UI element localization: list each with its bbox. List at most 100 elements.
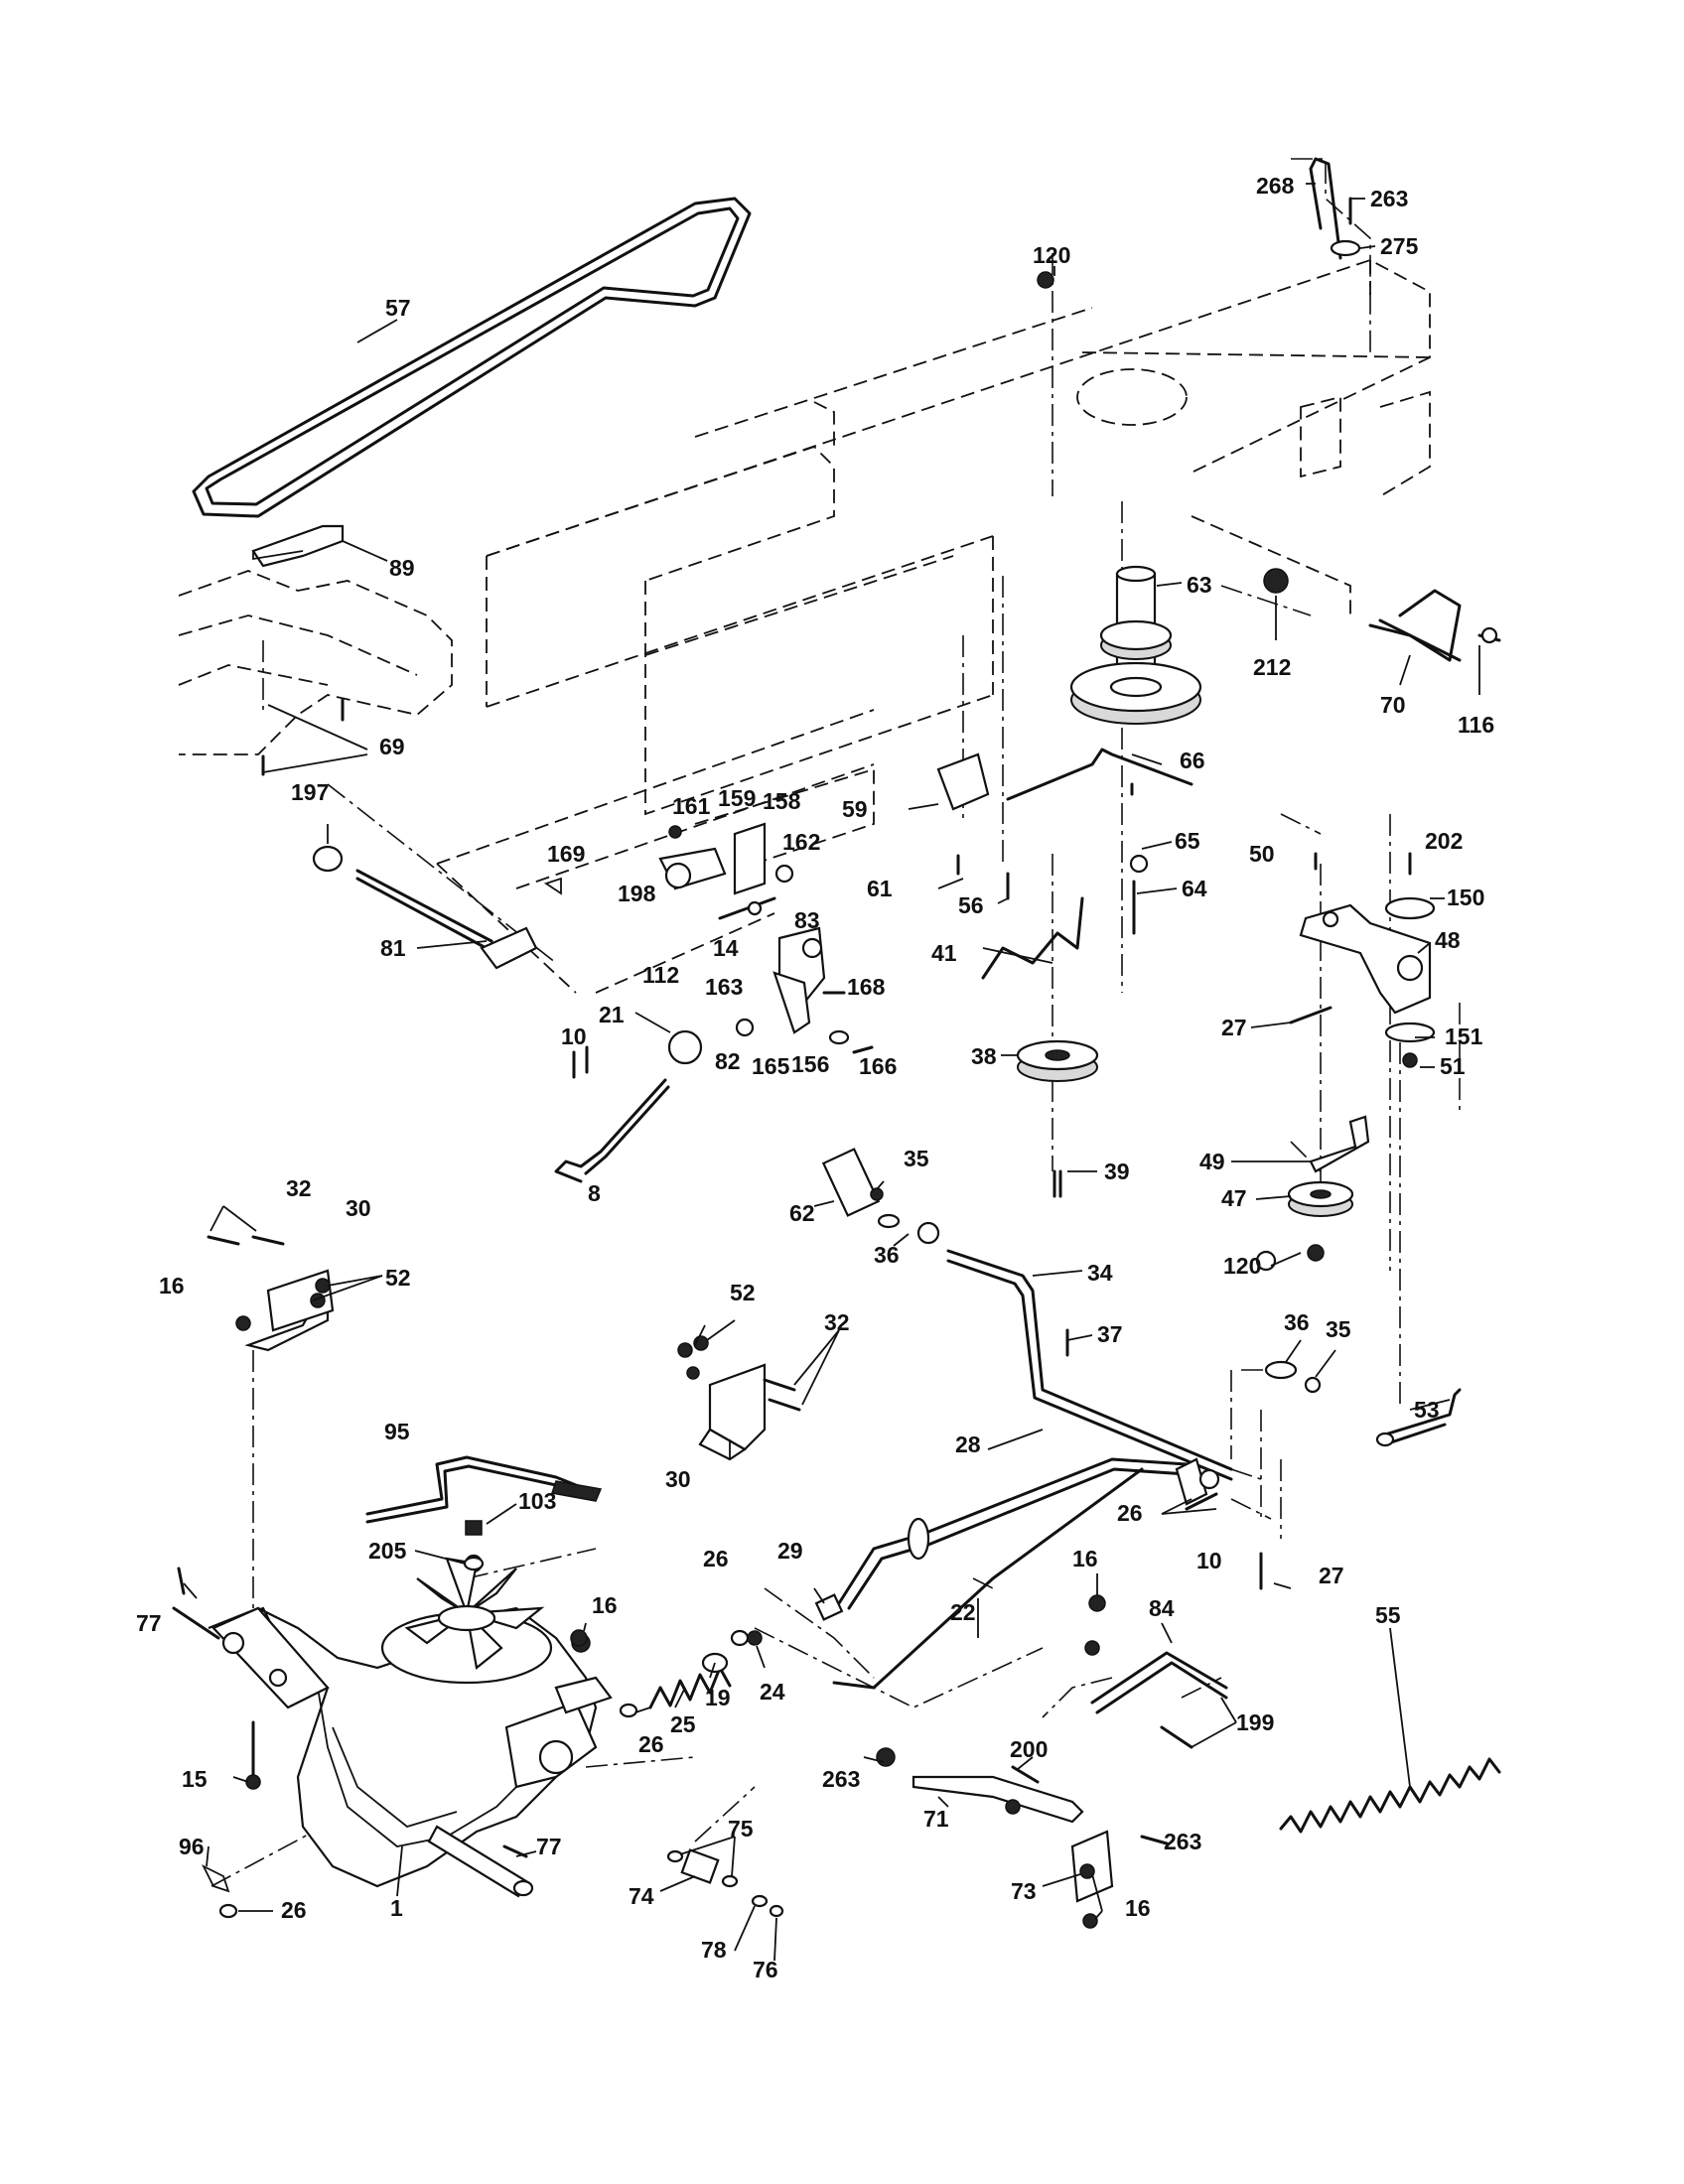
label-263-right: 263 — [1164, 1829, 1201, 1854]
label-35-lower: 35 — [1326, 1316, 1351, 1342]
label-150: 150 — [1447, 885, 1484, 910]
label-197: 197 — [291, 779, 329, 805]
bracket-37 — [1065, 1328, 1208, 1506]
label-69: 69 — [379, 734, 405, 759]
label-28: 28 — [955, 1432, 981, 1457]
label-63: 63 — [1187, 572, 1212, 598]
label-78: 78 — [701, 1937, 727, 1963]
label-159: 159 — [718, 785, 756, 811]
label-212: 212 — [1253, 654, 1291, 680]
label-158: 158 — [763, 788, 801, 814]
label-10-lower: 10 — [1196, 1548, 1222, 1573]
label-156: 156 — [791, 1051, 829, 1077]
label-81: 81 — [380, 935, 406, 961]
label-41: 41 — [931, 940, 957, 966]
label-263-top: 263 — [1370, 186, 1408, 211]
label-70: 70 — [1380, 692, 1406, 718]
label-1: 1 — [390, 1895, 403, 1921]
washers — [1129, 854, 1436, 1272]
label-26-bottom: 26 — [281, 1897, 307, 1923]
leader-lines — [183, 183, 1480, 1962]
part-number-labels: 268 263 275 120 57 89 63 212 70 116 69 6… — [136, 173, 1494, 1982]
frame-chassis — [178, 259, 1431, 994]
label-73: 73 — [1011, 1878, 1037, 1904]
label-14: 14 — [713, 935, 739, 961]
idler-pulley-assembly — [1069, 565, 1202, 725]
label-34: 34 — [1087, 1260, 1113, 1286]
label-36-upper: 36 — [874, 1242, 900, 1268]
label-10-upper: 10 — [561, 1024, 587, 1049]
label-16-left: 16 — [159, 1273, 185, 1298]
label-52-right: 52 — [730, 1280, 756, 1305]
label-32-right: 32 — [824, 1309, 850, 1335]
pedal-8 — [554, 1029, 703, 1183]
label-16-transmission: 16 — [592, 1592, 618, 1618]
label-61: 61 — [867, 876, 893, 901]
compression-spring-25 — [619, 1629, 763, 1718]
label-75: 75 — [728, 1816, 754, 1842]
label-84: 84 — [1149, 1595, 1175, 1621]
label-74: 74 — [629, 1883, 654, 1909]
label-49: 49 — [1199, 1149, 1225, 1174]
label-26-center: 26 — [1117, 1500, 1143, 1526]
label-268: 268 — [1256, 173, 1295, 199]
label-56: 56 — [958, 892, 984, 918]
label-22: 22 — [950, 1599, 976, 1625]
label-16-bottom: 16 — [1125, 1895, 1151, 1921]
clutch-rod-34 — [821, 1148, 1233, 1481]
label-16-rod: 16 — [1072, 1546, 1098, 1571]
label-89: 89 — [389, 555, 415, 581]
label-59: 59 — [842, 796, 868, 822]
small-hardware — [207, 157, 1501, 1929]
label-198: 198 — [618, 881, 656, 906]
label-24: 24 — [760, 1679, 785, 1705]
label-76: 76 — [753, 1957, 778, 1982]
shaft-81 — [312, 845, 538, 970]
brake-rod-28 — [814, 1457, 1189, 1621]
bracket-30-right — [686, 1363, 767, 1461]
label-55: 55 — [1375, 1602, 1401, 1628]
label-200: 200 — [1010, 1736, 1048, 1762]
rod-22 — [832, 1467, 1144, 1690]
label-30-left: 30 — [346, 1195, 371, 1221]
label-199: 199 — [1236, 1709, 1274, 1735]
idler-bracket — [1299, 903, 1432, 1015]
label-169: 169 — [547, 841, 585, 867]
label-162: 162 — [782, 829, 820, 855]
label-29: 29 — [777, 1538, 803, 1564]
label-26-lower-left: 26 — [638, 1731, 664, 1757]
drive-belt — [192, 197, 752, 518]
label-163: 163 — [705, 974, 743, 1000]
label-83: 83 — [794, 907, 820, 933]
label-166: 166 — [859, 1053, 897, 1079]
rod-53 — [1375, 1388, 1462, 1447]
label-52-left: 52 — [385, 1265, 411, 1291]
label-35-upper: 35 — [904, 1146, 929, 1171]
label-112: 112 — [642, 962, 679, 988]
label-37: 37 — [1097, 1321, 1123, 1347]
pulley-38 — [1016, 1039, 1099, 1198]
label-15: 15 — [182, 1766, 208, 1792]
label-103: 103 — [518, 1488, 556, 1514]
label-202: 202 — [1425, 828, 1463, 854]
label-82: 82 — [715, 1048, 741, 1074]
label-8: 8 — [588, 1180, 601, 1206]
pulley-47 — [1287, 1180, 1354, 1217]
label-38: 38 — [971, 1043, 997, 1069]
label-19: 19 — [705, 1685, 731, 1710]
lever-71 — [876, 1747, 1114, 1903]
label-77-upper: 77 — [136, 1610, 162, 1636]
label-27-upper: 27 — [1221, 1015, 1247, 1040]
label-53: 53 — [1414, 1397, 1440, 1423]
label-161: 161 — [672, 793, 711, 819]
rod-84 — [1084, 1640, 1228, 1749]
label-27-lower: 27 — [1319, 1563, 1344, 1588]
label-47: 47 — [1221, 1185, 1247, 1211]
label-21: 21 — [599, 1002, 625, 1027]
label-165: 165 — [752, 1053, 790, 1079]
label-71: 71 — [923, 1806, 949, 1832]
label-120-top: 120 — [1033, 242, 1070, 268]
label-64: 64 — [1182, 876, 1207, 901]
label-275: 275 — [1380, 233, 1419, 259]
